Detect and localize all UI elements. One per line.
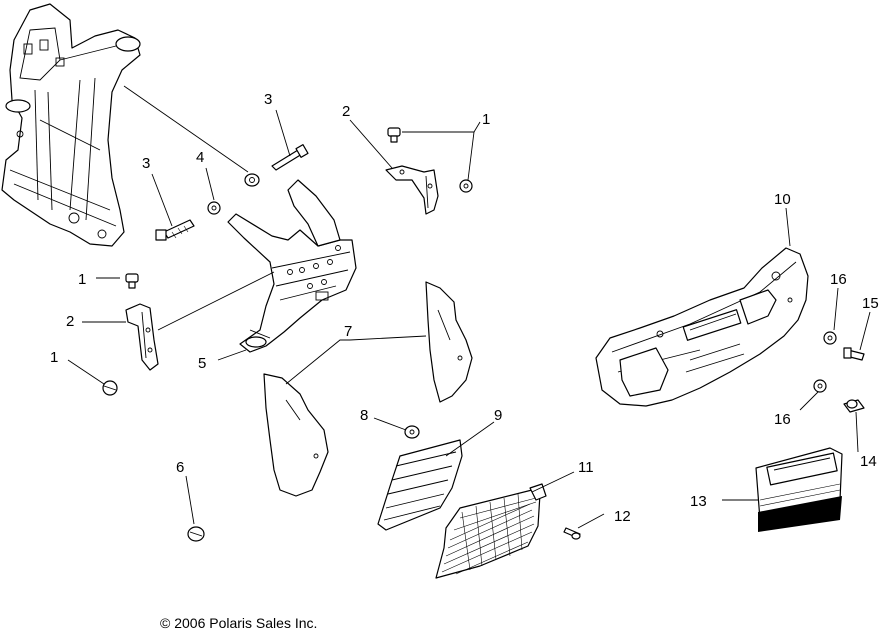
callout-6: 6 [176,459,184,476]
callout-11: 11 [578,459,594,476]
grille-frame [377,439,463,531]
bolt-upper [271,144,309,171]
nut-8 [404,425,420,439]
callout-16-lower: 16 [774,411,791,428]
screw-1-top-left [125,273,139,289]
callout-3-top: 3 [264,91,272,108]
callout-5: 5 [198,355,206,372]
bolt-14 [843,399,865,413]
callout-10: 10 [774,191,791,208]
callout-2-left: 2 [66,313,74,330]
nut-1-right [459,179,473,193]
callout-1-top-right: 1 [482,111,490,128]
washer-16-lower [813,379,827,393]
callout-8: 8 [360,407,368,424]
mesh-grille [435,483,547,579]
side-panel-right [425,281,473,403]
screw-1-top-right [387,127,401,143]
callout-13: 13 [690,493,707,510]
callout-12: 12 [614,508,631,525]
bumper-mount-frame [227,179,357,353]
washer-16-upper [823,331,837,345]
side-panel-left [263,373,329,497]
copyright-notice: © 2006 Polaris Sales Inc. [160,615,317,631]
callout-4: 4 [196,149,204,166]
nut-4a [244,173,260,187]
nut-4b [207,201,221,215]
front-bumper [595,247,809,407]
callout-15: 15 [862,295,879,312]
nameplate [755,447,843,532]
callout-2-top: 2 [342,103,350,120]
leader-lines [67,85,871,529]
callout-7: 7 [344,323,352,340]
callout-1-left-upper: 1 [78,271,86,288]
callout-14: 14 [860,453,877,470]
callout-3-left: 3 [142,155,150,172]
callout-16-upper: 16 [830,271,847,288]
bolt-15 [843,347,865,361]
bracket-right [385,165,439,215]
callout-1-left-lower: 1 [50,349,58,366]
screw-12 [563,527,581,540]
screw-1-bottom-left [102,380,118,396]
frame-assembly [1,3,141,247]
bolt-lower [155,219,195,241]
rivet-6 [187,526,205,542]
callout-labels: 1 1 1 2 2 3 3 4 5 6 7 8 9 10 11 12 13 14… [50,91,879,525]
bracket-left [125,303,159,371]
callout-9: 9 [494,407,502,424]
